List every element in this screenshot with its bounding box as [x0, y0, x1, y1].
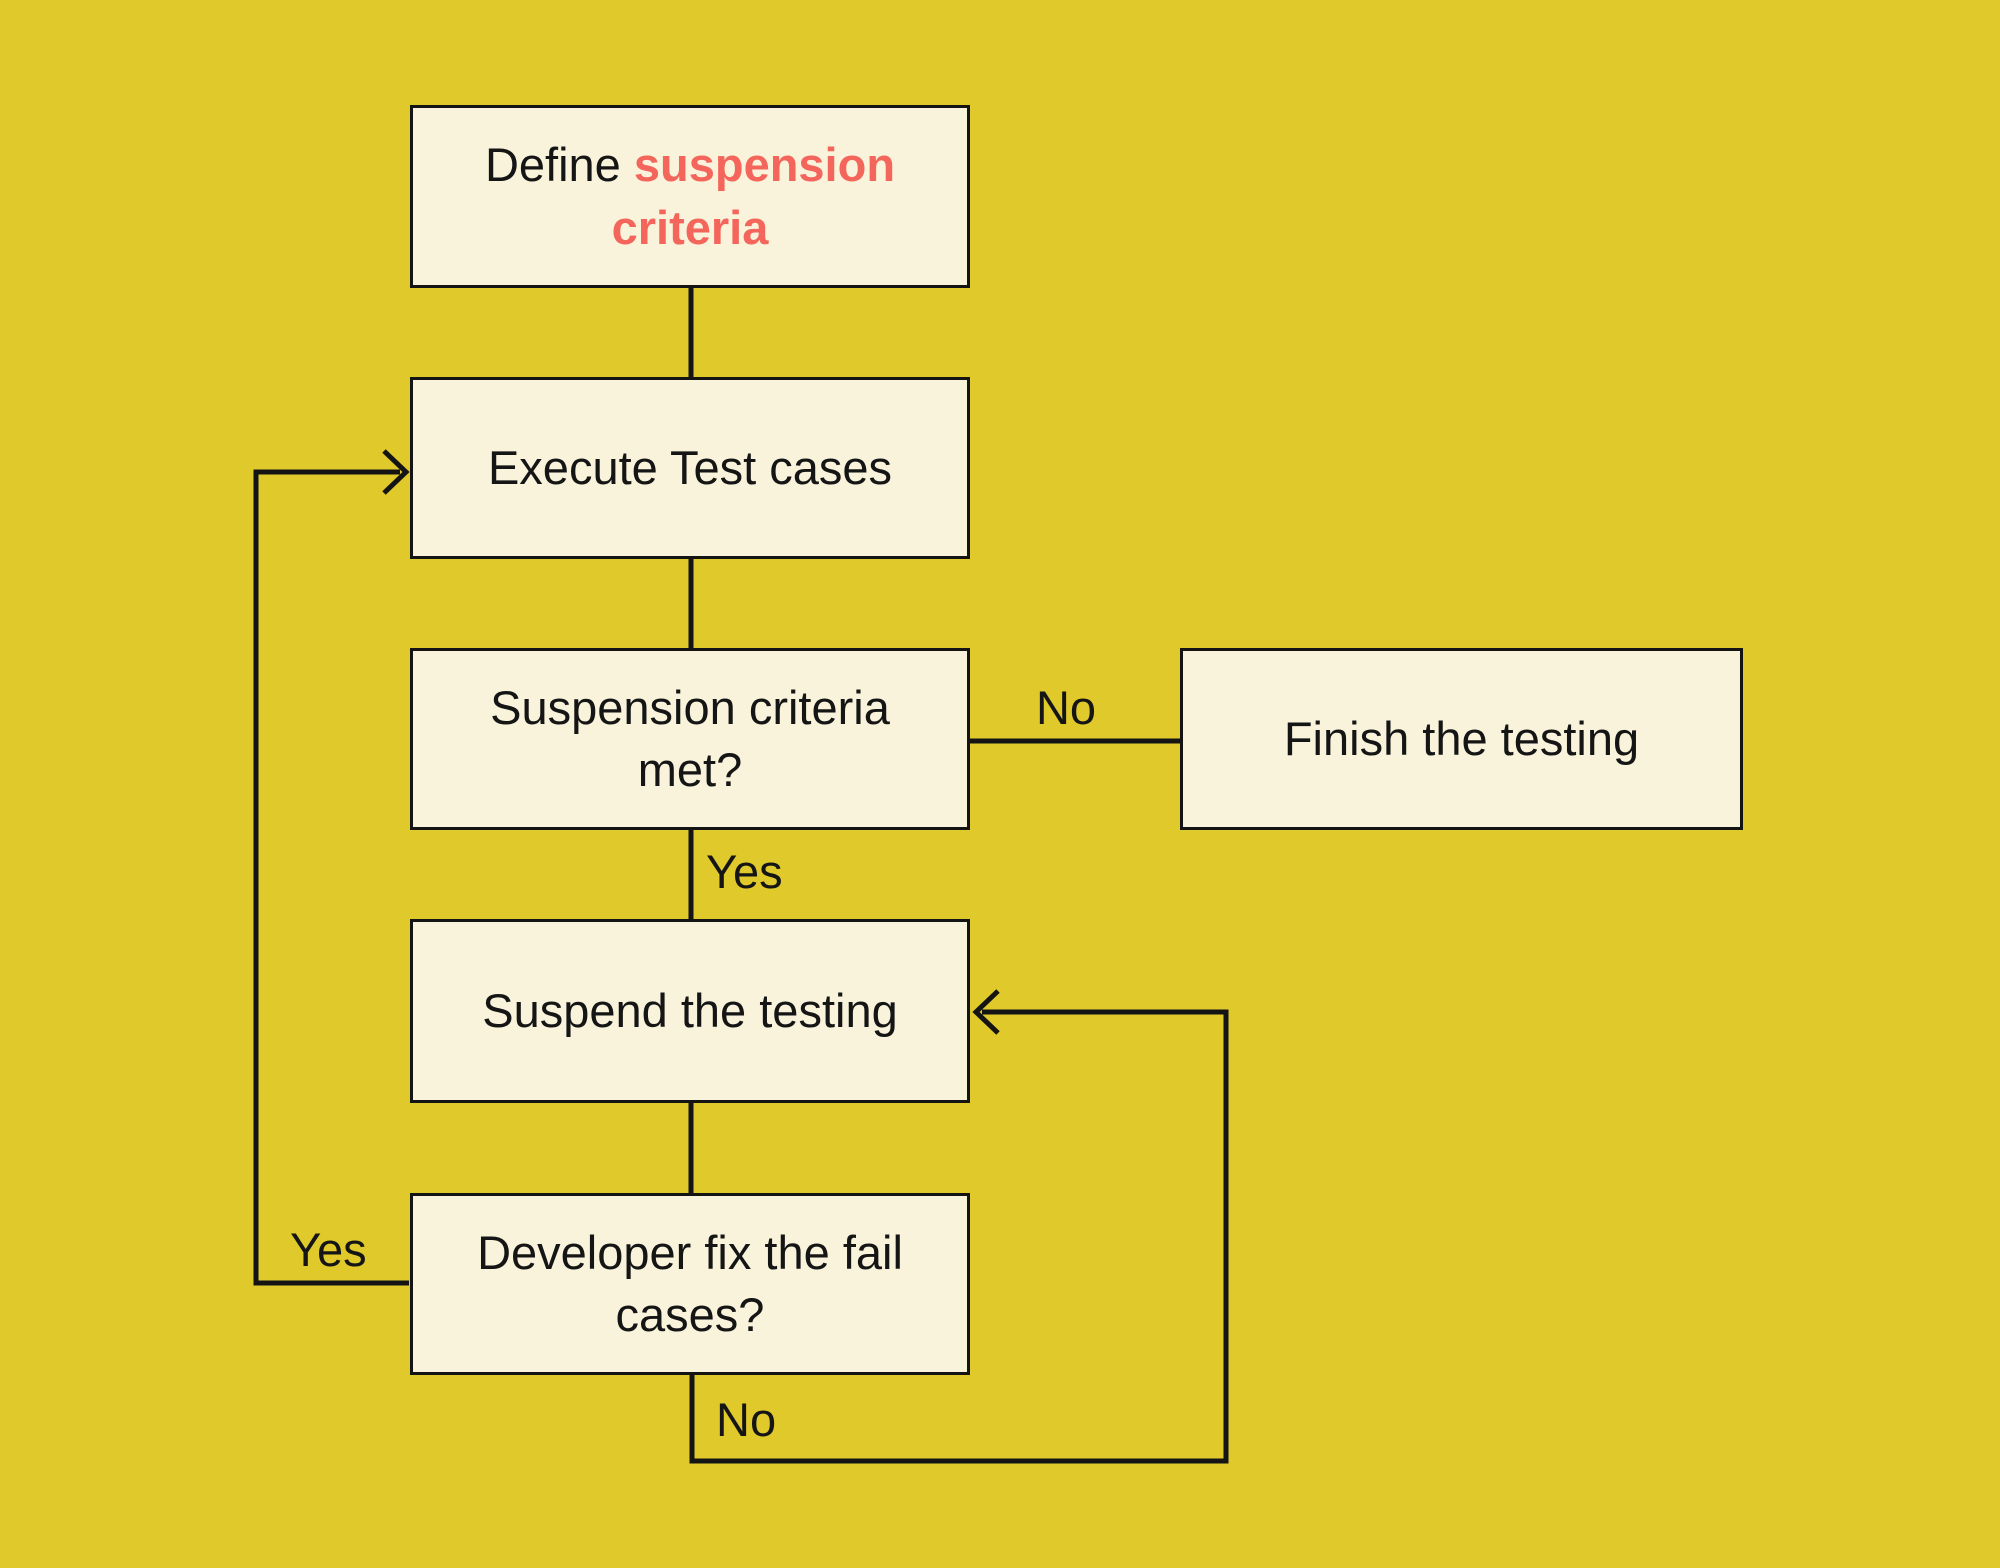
node-define-accent: suspension criteria: [611, 138, 896, 254]
edge-label-yes-to-suspend: Yes: [706, 845, 783, 898]
node-execute-test-cases: Execute Test cases: [410, 377, 970, 559]
connector-developer-yes-loop: [253, 469, 409, 1286]
node-developer-fix-fail-cases: Developer fix the fail cases?: [410, 1193, 970, 1375]
node-developer-fix-label: Developer fix the fail cases?: [477, 1225, 903, 1341]
node-define-prefix: Define: [484, 138, 634, 192]
edge-label-yes-loop-to-execute: Yes: [290, 1223, 367, 1276]
connector-developer-no-loop: [689, 1009, 1229, 1464]
node-execute-label: Execute Test cases: [487, 440, 893, 494]
node-define-text: Define suspension criteria: [437, 134, 943, 258]
node-suspend-the-testing: Suspend the testing: [410, 919, 970, 1103]
node-suspension-criteria-met: Suspension criteria met?: [410, 648, 970, 830]
arrowhead-into-execute: [382, 449, 410, 495]
node-finish-the-testing: Finish the testing: [1180, 648, 1743, 830]
edge-label-no-to-finish: No: [1035, 681, 1097, 734]
arrowhead-into-suspend: [972, 989, 1000, 1035]
node-suspend-label: Suspend the testing: [482, 983, 898, 1037]
node-finish-label: Finish the testing: [1283, 711, 1640, 765]
node-define-suspension-criteria: Define suspension criteria: [410, 105, 970, 288]
node-criteria-met-label: Suspension criteria met?: [490, 680, 890, 796]
edge-label-no-loop-to-suspend: No: [716, 1393, 777, 1446]
